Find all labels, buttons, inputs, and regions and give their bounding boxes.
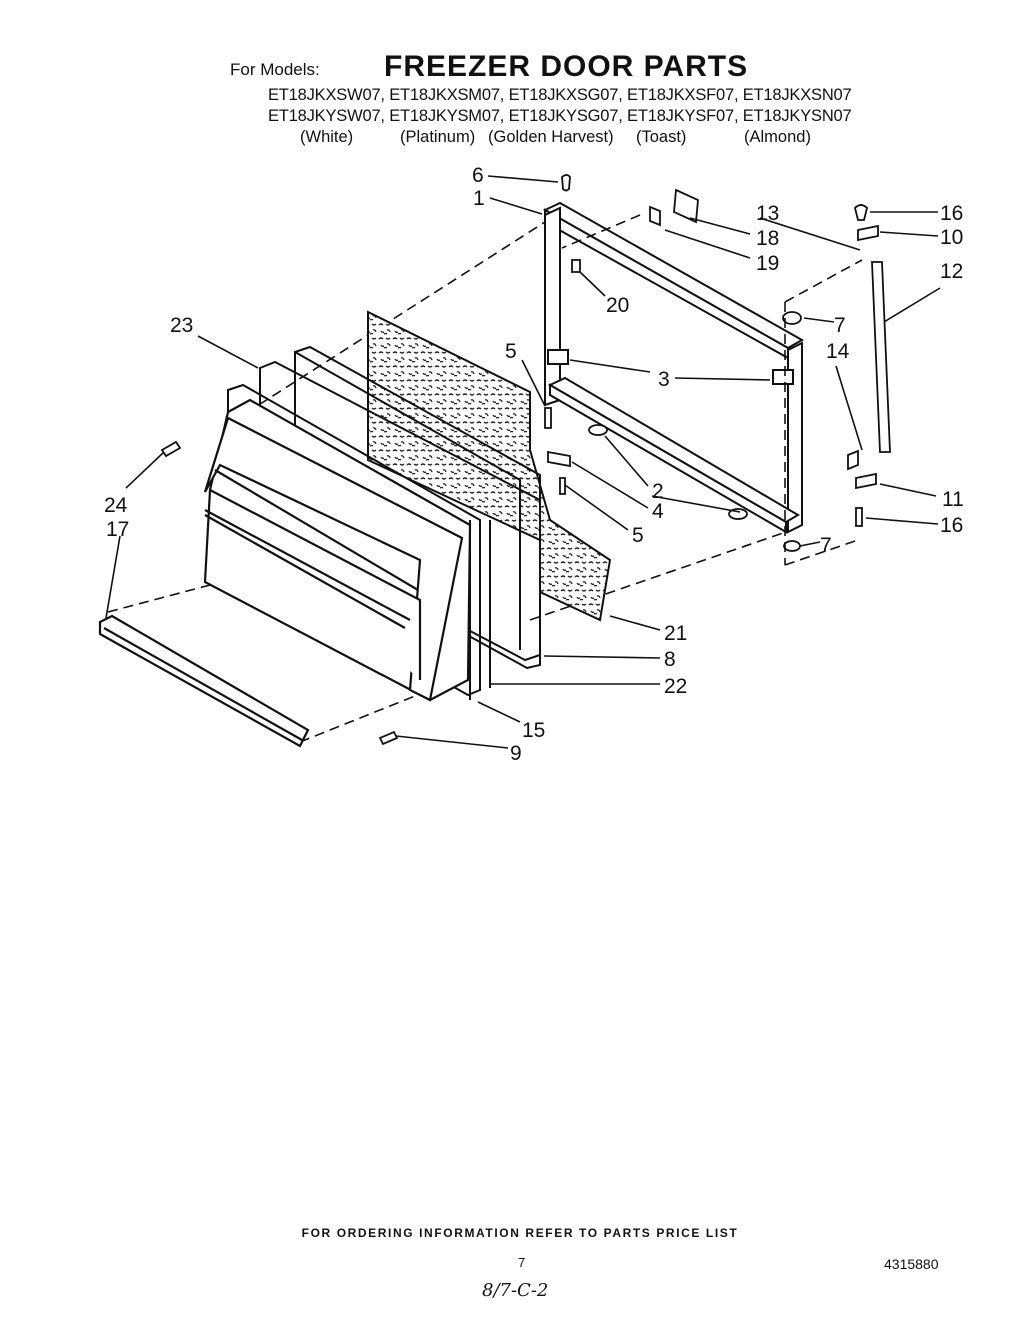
small-screws — [160, 440, 399, 746]
bumper-20-icon — [571, 259, 581, 273]
cap-7-icon — [782, 311, 802, 325]
page-number: 7 — [518, 1255, 526, 1270]
callout-5-bottom: 5 — [632, 524, 644, 547]
callout-14: 14 — [826, 340, 850, 363]
callout-leader-lines — [105, 175, 941, 749]
screw-16b-icon — [855, 507, 863, 527]
screw-9-icon — [378, 730, 399, 746]
hinge-10-icon — [857, 224, 879, 242]
callout-3: 3 — [658, 368, 670, 391]
color-toast: (Toast) — [636, 128, 687, 146]
door-frame-assembly — [542, 201, 805, 534]
callout-19: 19 — [756, 252, 779, 275]
screw-16-icon — [854, 204, 868, 221]
callout-12: 12 — [940, 260, 963, 283]
cap-7b-icon — [783, 540, 801, 552]
ordering-note-text: FOR ORDERING INFORMATION REFER TO PARTS … — [301, 1226, 739, 1240]
model-list-line-1: ET18JKXSW07, ET18JKXSM07, ET18JKXSG07, E… — [268, 86, 852, 104]
for-models-label: For Models: — [230, 60, 320, 79]
screw-6-icon — [561, 174, 571, 192]
callout-13: 13 — [756, 202, 779, 225]
callout-22: 22 — [664, 675, 687, 698]
callout-23: 23 — [170, 314, 193, 337]
color-golden-harvest: (Golden Harvest) — [488, 128, 614, 146]
color-platinum: (Platinum) — [400, 128, 476, 146]
color-almond: (Almond) — [744, 128, 811, 146]
callout-16-top: 16 — [940, 202, 963, 225]
hinge-11-icon — [855, 472, 877, 490]
hinge-4-icon — [547, 450, 571, 468]
page-title: FREEZER DOOR PARTS — [384, 50, 749, 83]
callout-16-bottom: 16 — [940, 514, 963, 537]
callout-20: 20 — [606, 294, 629, 317]
stop-2-icon — [588, 424, 608, 436]
callout-4: 4 — [652, 500, 664, 523]
handwritten-note: 8/7-C-2 — [482, 1280, 549, 1301]
shelf-rail-17 — [98, 614, 310, 748]
door-hinge-parts — [544, 174, 891, 552]
callout-15: 15 — [522, 719, 545, 742]
plate-18-icon — [673, 188, 699, 224]
ordering-note: FOR ORDERING INFORMATION REFER TO PARTS … — [0, 1226, 1036, 1240]
callout-5-top: 5 — [505, 340, 517, 363]
callout-2: 2 — [652, 480, 664, 503]
callout-1: 1 — [473, 187, 485, 210]
callout-17: 17 — [106, 518, 129, 541]
screw-24-icon — [160, 440, 182, 458]
door-liner — [203, 398, 472, 702]
plate-14-icon — [847, 449, 859, 471]
model-list-line-2: ET18JKYSW07, ET18JKYSM07, ET18JKYSG07, E… — [268, 107, 852, 125]
callout-9: 9 — [510, 742, 522, 765]
callout-numbers: 6 1 13 16 10 18 19 12 20 7 23 14 5 3 2 1… — [104, 164, 964, 765]
callout-7-bottom: 7 — [820, 534, 832, 557]
screw-5b-icon — [559, 477, 566, 495]
callout-24: 24 — [104, 494, 128, 517]
screw-5-icon — [544, 407, 552, 429]
callout-18: 18 — [756, 227, 779, 250]
callout-21: 21 — [664, 622, 687, 645]
color-white: (White) — [300, 128, 354, 146]
handle-12-icon — [871, 261, 891, 453]
callout-6: 6 — [472, 164, 484, 187]
callout-11: 11 — [942, 488, 964, 511]
insulation-panel — [367, 310, 612, 622]
callout-7-top: 7 — [834, 314, 846, 337]
callout-10: 10 — [940, 226, 963, 249]
callout-8: 8 — [664, 648, 676, 671]
document-number: 4315880 — [884, 1256, 939, 1272]
plate-19-icon — [649, 205, 661, 227]
